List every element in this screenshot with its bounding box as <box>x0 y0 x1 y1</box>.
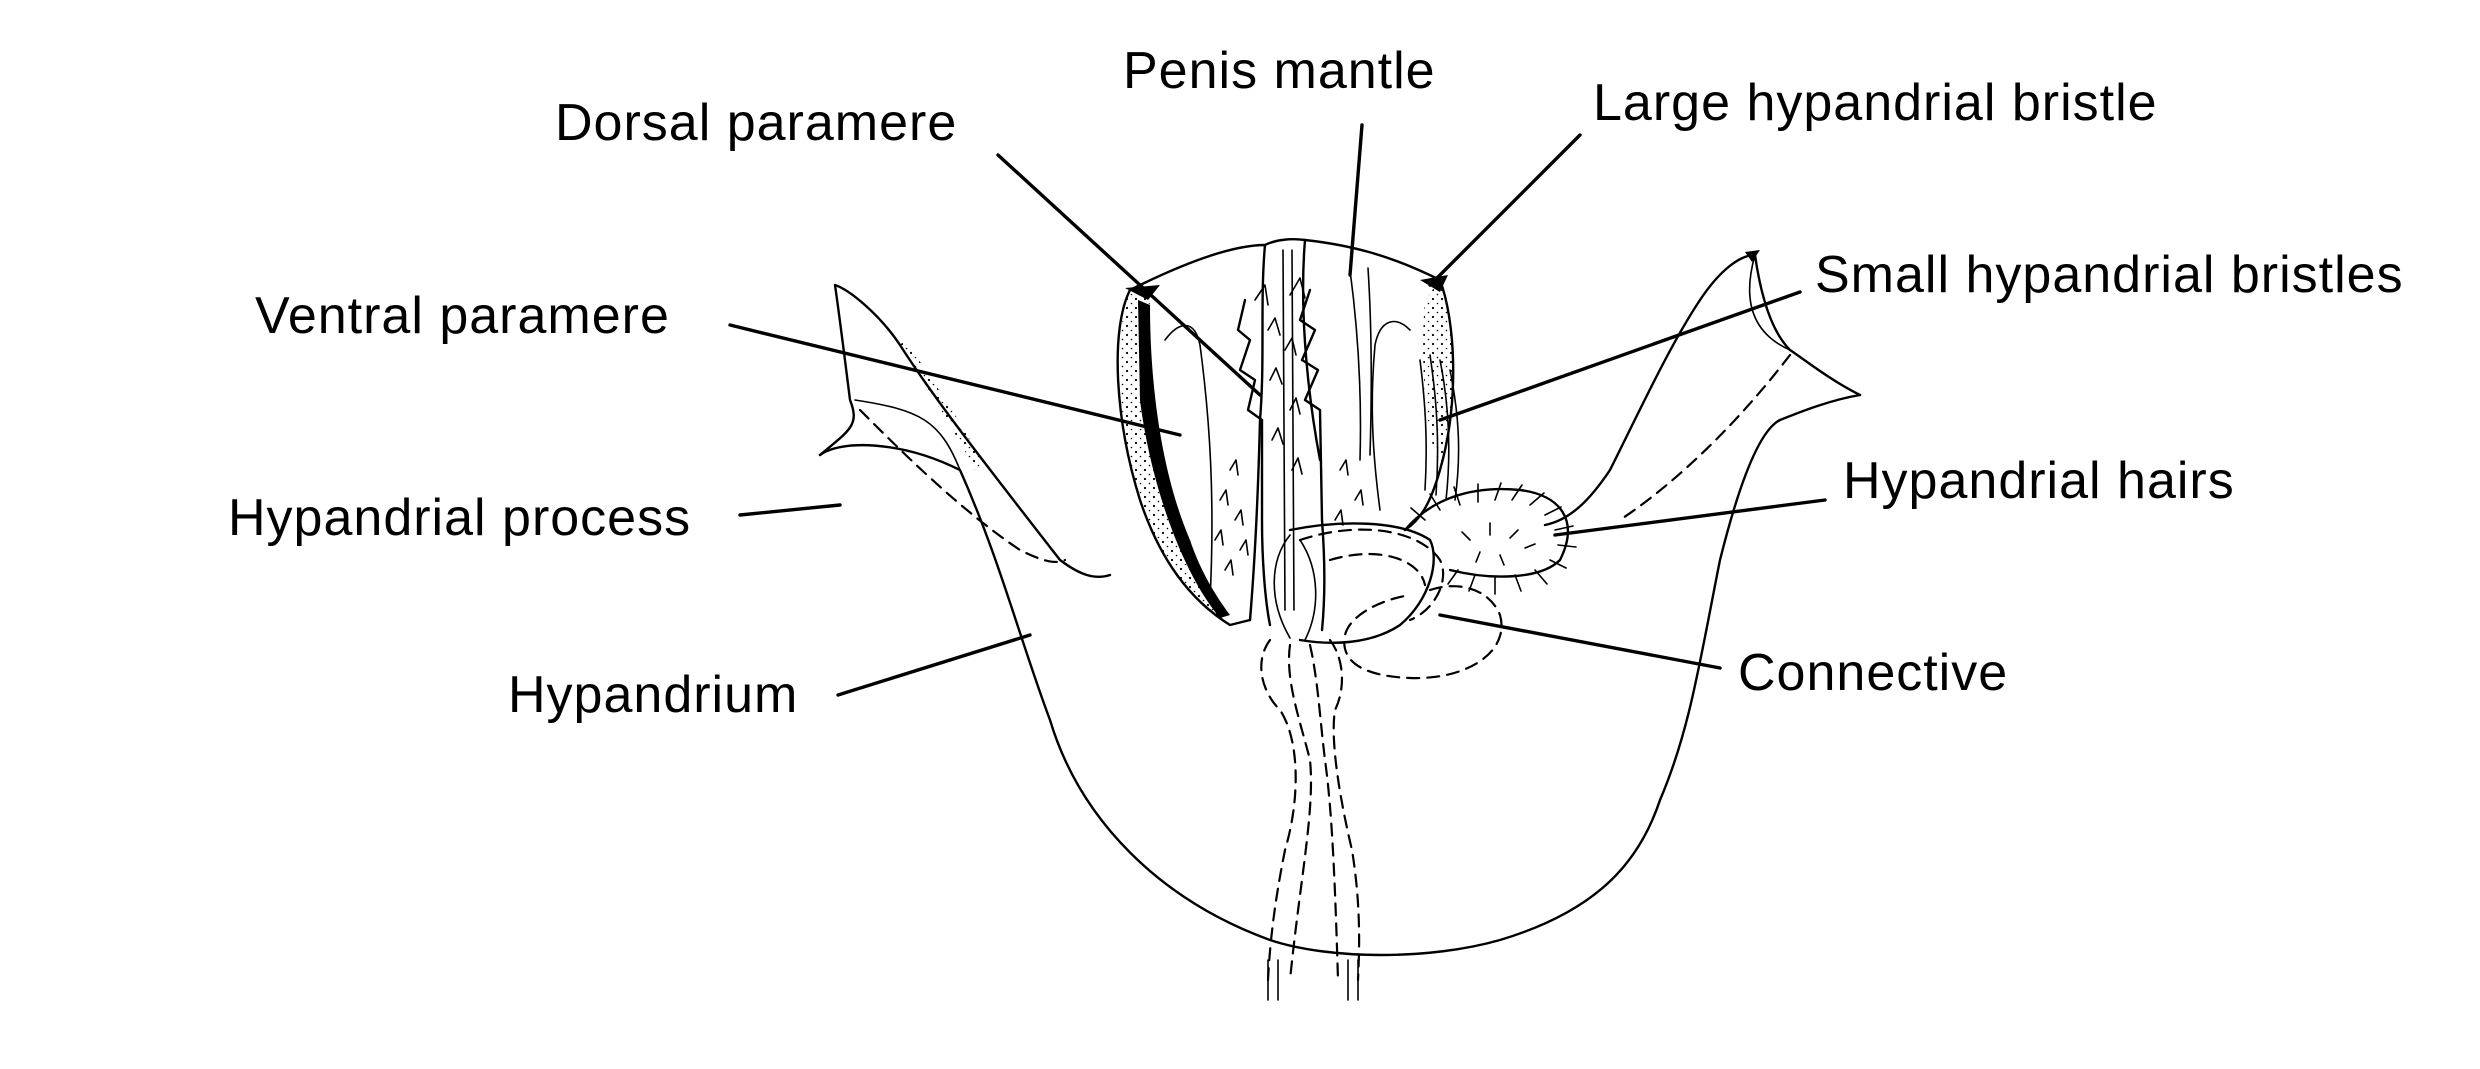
label-connective: Connective <box>1738 644 2008 702</box>
ventral-paramere-right <box>1371 320 1411 511</box>
small-bristles <box>1419 354 1460 501</box>
leader-penis-mantle <box>1348 123 1364 277</box>
duct-left-outer <box>1260 638 1297 982</box>
right-hypandrial-process <box>1543 253 1862 527</box>
duct-left-inner <box>1288 643 1313 982</box>
label-penis-mantle: Penis mantle <box>1123 42 1436 100</box>
aedeagus-base <box>1288 522 1435 644</box>
leader-lines <box>728 123 1827 697</box>
large-bristle <box>1349 269 1362 461</box>
penis-mantle-stem-2 <box>1291 249 1295 611</box>
aedeagus-inner-2 <box>1299 539 1317 641</box>
label-hypandrial-hairs: Hypandrial hairs <box>1843 452 2235 510</box>
left-sheath-top-dark <box>1125 285 1160 300</box>
left-sheath-shade <box>1119 290 1235 625</box>
connective-loop-2 <box>1328 552 1427 587</box>
left-process-tip-shade <box>900 340 985 470</box>
leader-ventral-paramere <box>728 323 1182 437</box>
penis-mantle <box>1263 238 1307 247</box>
duct-right-outer <box>1328 638 1361 982</box>
label-ventral-paramere: Ventral paramere <box>255 287 670 345</box>
hypandrium-outline <box>818 393 1862 957</box>
left-hypandrial-process <box>818 283 1112 579</box>
hypandrial-hairs-strokes <box>1410 482 1577 595</box>
right-process-tip-shade <box>1745 250 1760 262</box>
duct-right-inner <box>1308 643 1340 982</box>
leader-connective <box>1438 613 1722 670</box>
hypandrial-hairy-lobe <box>1403 487 1570 578</box>
leader-hypandrial-process <box>738 503 842 517</box>
right-sheath-top-dark <box>1420 275 1448 292</box>
duct-ends <box>1267 959 1359 1001</box>
left-process-inner <box>854 399 961 471</box>
label-hypandrium: Hypandrium <box>508 666 798 724</box>
labels: Penis mantle Dorsal paramere Large hypan… <box>228 42 2404 724</box>
left-sheath-outer <box>1116 288 1252 627</box>
leader-small-hypandrial-bristles <box>1438 290 1802 422</box>
penis-mantle-stem <box>1282 249 1286 611</box>
label-small-hypandrial-bristles: Small hypandrial bristles <box>1815 246 2404 304</box>
right-sheath-shade <box>1423 280 1453 470</box>
label-hypandrial-process: Hypandrial process <box>228 489 691 547</box>
dorsal-paramere-right <box>1298 288 1326 632</box>
leader-hypandrial-hairs <box>1553 498 1827 537</box>
leader-large-hypandrial-bristle <box>1428 133 1582 287</box>
left-sheath-dark-edge <box>1138 300 1230 618</box>
paramere-spines <box>1214 277 1364 576</box>
large-bristle-2 <box>1367 267 1373 456</box>
right-process-dashed <box>1618 353 1792 522</box>
connective-outline <box>1343 585 1503 680</box>
specimen-drawing <box>818 238 1862 1001</box>
aedeagus-inner <box>1273 534 1291 639</box>
label-dorsal-paramere: Dorsal paramere <box>555 94 957 152</box>
leader-dorsal-paramere <box>996 153 1262 397</box>
connective-loop <box>1298 528 1445 622</box>
dorsal-paramere-left <box>1236 298 1272 627</box>
leader-hypandrium <box>836 633 1032 697</box>
left-process-dashed <box>858 408 1067 564</box>
right-sheath <box>1301 238 1442 462</box>
label-large-hypandrial-bristle: Large hypandrial bristle <box>1593 74 2158 132</box>
left-sheath <box>1128 243 1267 622</box>
